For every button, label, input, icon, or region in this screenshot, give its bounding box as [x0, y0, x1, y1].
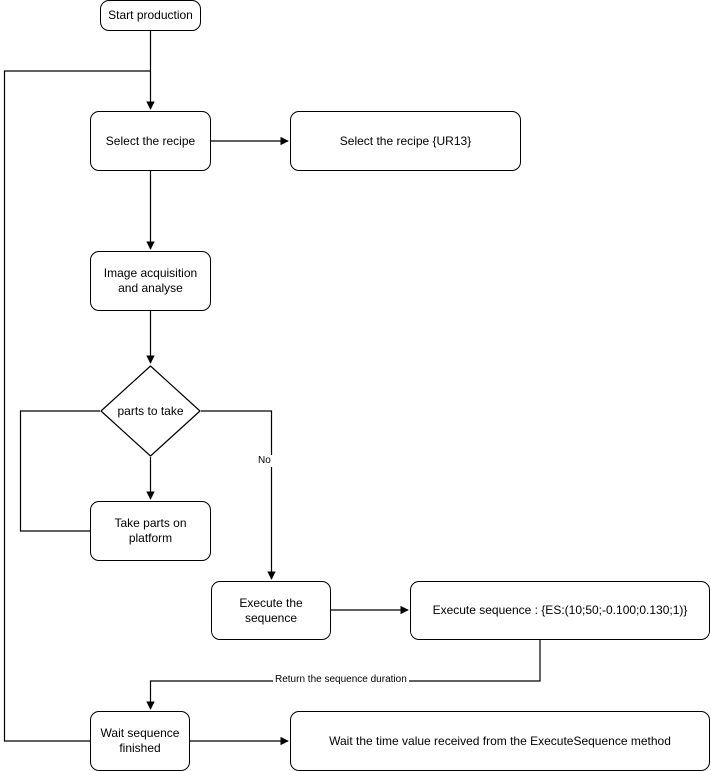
node-wait-time-value-label: Wait the time value received from the Ex…: [329, 733, 671, 748]
node-execute-the-sequence-label: Execute the sequence: [239, 595, 303, 625]
node-image-acquisition-and-analyse-label: Image acquisition and analyse: [103, 266, 198, 295]
node-parts-to-take-decision-label: parts to take: [117, 403, 184, 418]
node-start-production[interactable]: Start production: [100, 0, 201, 31]
node-select-the-recipe[interactable]: Select the recipe: [90, 111, 211, 171]
node-select-the-recipe-ur13-label: Select the recipe {UR13}: [339, 133, 472, 148]
diamond-shape-icon: [100, 365, 201, 457]
node-select-the-recipe-label: Select the recipe: [105, 133, 196, 148]
node-parts-to-take-decision[interactable]: parts to take: [100, 365, 201, 457]
node-take-parts-on-platform-label: Take parts on platform: [114, 516, 187, 545]
edge-label-return-the-sequence-duration: Return the sequence duration: [273, 674, 409, 686]
node-start-production-label: Start production: [108, 8, 193, 22]
node-wait-time-value[interactable]: Wait the time value received from the Ex…: [290, 711, 710, 771]
node-execute-the-sequence[interactable]: Execute the sequence: [211, 581, 331, 640]
edge-wait-loop-to-select: [3, 70, 151, 742]
edge-label-no: No: [256, 455, 273, 467]
node-select-the-recipe-ur13[interactable]: Select the recipe {UR13}: [290, 111, 521, 171]
node-execute-sequence-command-label: Execute sequence : {ES:(10;50;-0.100;0.1…: [432, 603, 688, 617]
node-take-parts-on-platform[interactable]: Take parts on platform: [90, 501, 211, 561]
node-wait-sequence-finished-label: Wait sequence finished: [100, 726, 180, 755]
node-image-acquisition-and-analyse[interactable]: Image acquisition and analyse: [90, 251, 211, 311]
edge-decision-loop-left: [19, 410, 100, 532]
node-wait-sequence-finished[interactable]: Wait sequence finished: [90, 711, 190, 771]
node-execute-sequence-command[interactable]: Execute sequence : {ES:(10;50;-0.100;0.1…: [410, 581, 710, 640]
edge-decision-no-to-execute: [201, 410, 276, 580]
